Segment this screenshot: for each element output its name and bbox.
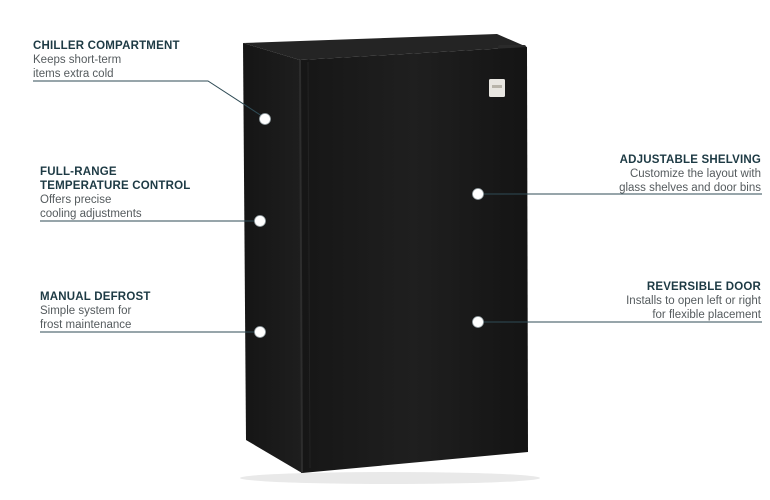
hotspot-dot-icon[interactable] xyxy=(472,316,484,328)
callout-manual-defrost: MANUAL DEFROST Simple system for frost m… xyxy=(40,290,151,332)
leader-line-chiller xyxy=(33,80,266,119)
callout-description: cooling adjustments xyxy=(40,208,142,220)
brand-logo-mark xyxy=(492,85,502,88)
floor-shadow xyxy=(240,472,540,484)
hotspot-dot-icon[interactable] xyxy=(254,326,266,338)
callout-title: TEMPERATURE CONTROL xyxy=(40,180,191,192)
fridge-top xyxy=(243,34,527,60)
fridge-side-panel xyxy=(243,43,302,473)
door-edge xyxy=(299,59,303,474)
callout-description: Installs to open left or right xyxy=(626,295,761,307)
callout-title: ADJUSTABLE SHELVING xyxy=(619,154,761,166)
callout-title: CHILLER COMPARTMENT xyxy=(33,40,180,52)
callout-description: Offers precise xyxy=(40,194,112,206)
leader-lines xyxy=(33,80,762,333)
hotspot-dot-icon[interactable] xyxy=(254,215,266,227)
callout-temperature-control: FULL-RANGE TEMPERATURE CONTROL Offers pr… xyxy=(40,165,191,221)
callout-chiller-compartment: CHILLER COMPARTMENT Keeps short-term ite… xyxy=(33,39,180,81)
callout-description: glass shelves and door bins xyxy=(619,182,761,194)
callout-adjustable-shelving: ADJUSTABLE SHELVING Customize the layout… xyxy=(619,153,761,195)
callout-reversible-door: REVERSIBLE DOOR Installs to open left or… xyxy=(626,280,761,322)
callout-description: frost maintenance xyxy=(40,319,132,331)
callout-title: REVERSIBLE DOOR xyxy=(646,281,761,293)
fridge-door xyxy=(300,47,528,473)
callout-description: items extra cold xyxy=(33,68,114,80)
callout-title: FULL-RANGE xyxy=(40,166,117,178)
callout-title: MANUAL DEFROST xyxy=(40,291,151,303)
callout-description: for flexible placement xyxy=(652,309,761,321)
callout-description: Simple system for xyxy=(40,305,132,317)
callout-description: Keeps short-term xyxy=(33,54,122,66)
door-gasket xyxy=(307,61,311,469)
hotspot-dot-icon[interactable] xyxy=(259,113,271,125)
hotspot-dot-icon[interactable] xyxy=(472,188,484,200)
callout-description: Customize the layout with xyxy=(629,168,761,180)
